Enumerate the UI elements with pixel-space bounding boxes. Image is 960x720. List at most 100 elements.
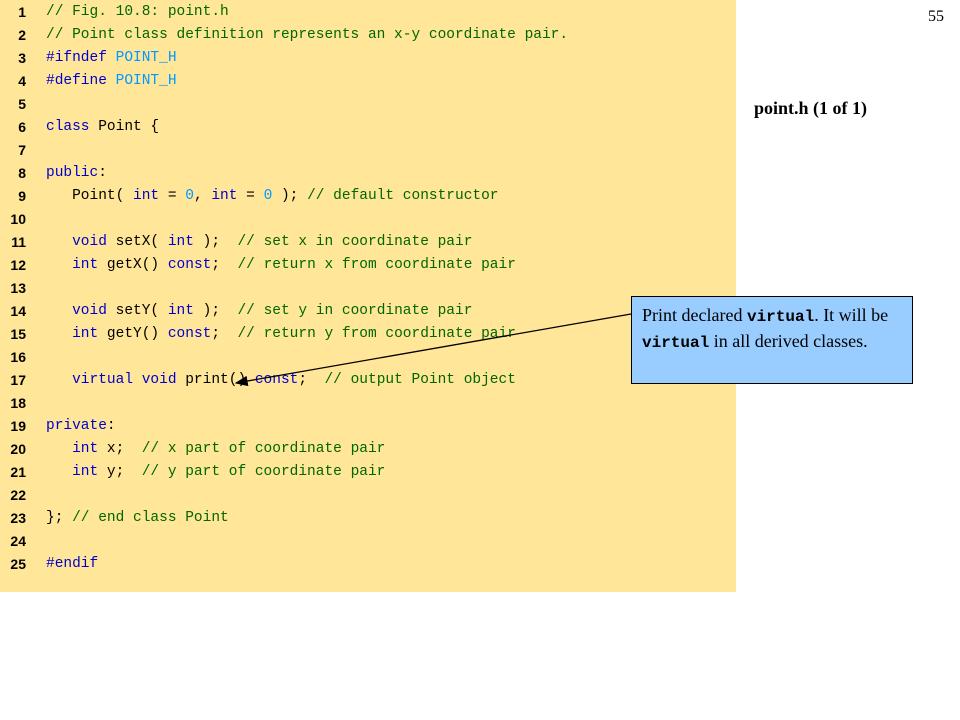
- code-token: #endif: [46, 556, 99, 572]
- line-number: 5: [18, 96, 26, 112]
- code-token: // default constructor: [307, 188, 499, 204]
- code-token: y;: [98, 464, 142, 480]
- code-token: // Fig. 10.8: point.h: [46, 4, 229, 20]
- line-number: 11: [11, 234, 26, 250]
- code-token: };: [46, 510, 73, 526]
- code-token: ;: [211, 257, 238, 273]
- code-token: // set x in coordinate pair: [237, 234, 473, 250]
- code-token: #define: [46, 73, 116, 89]
- code-text: void setX( int ); // set x in coordinate…: [46, 231, 472, 254]
- code-token: int: [46, 257, 99, 273]
- code-token: POINT_H: [115, 50, 177, 66]
- slide-number: 55: [928, 8, 944, 25]
- code-token: const: [254, 372, 299, 388]
- code-text: // Fig. 10.8: point.h: [46, 1, 229, 24]
- code-token: getX(): [98, 257, 168, 273]
- code-listing: 1 // Fig. 10.8: point.h 2 // Point class de…: [0, 0, 736, 592]
- code-token: // return y from coordinate pair: [237, 326, 516, 342]
- code-text: void setY( int ); // set y in coordinate…: [46, 300, 472, 323]
- code-token: int: [133, 188, 160, 204]
- line-number: 21: [10, 464, 26, 480]
- code-text: private:: [46, 415, 116, 438]
- line-number: 8: [18, 165, 26, 181]
- callout-code-virtual-2: virtual: [642, 334, 710, 352]
- line-number: 6: [18, 119, 26, 135]
- code-text: #ifndef POINT_H: [46, 47, 177, 70]
- line-number: 1: [18, 4, 26, 20]
- code-token: ,: [193, 188, 212, 204]
- code-text: }; // end class Point: [46, 507, 229, 530]
- line-number: 24: [10, 533, 26, 549]
- line-number: 22: [10, 487, 26, 503]
- code-token: POINT_H: [115, 73, 177, 89]
- line-number: 17: [10, 372, 26, 388]
- code-text: int getY() const; // return y from coord…: [46, 323, 516, 346]
- code-token: // set y in coordinate pair: [237, 303, 473, 319]
- code-token: =: [237, 188, 264, 204]
- code-text: // Point class definition represents an …: [46, 24, 568, 47]
- code-token: print(): [176, 372, 255, 388]
- code-text: virtual void print() const; // output Po…: [46, 369, 516, 392]
- code-token: );: [193, 234, 238, 250]
- code-text: Point( int = 0, int = 0 ); // default co…: [46, 185, 499, 208]
- code-token: ;: [298, 372, 325, 388]
- code-token: setX(: [106, 234, 168, 250]
- line-number: 2: [18, 27, 26, 43]
- code-token: class: [46, 119, 99, 135]
- line-number: 4: [18, 73, 26, 89]
- callout-text-1: Print declared: [642, 305, 747, 325]
- code-token: Point(: [46, 188, 134, 204]
- code-token: int: [167, 303, 194, 319]
- line-number: 15: [10, 326, 26, 342]
- line-number: 3: [18, 50, 26, 66]
- line-number: 7: [18, 142, 26, 158]
- code-token: 0: [263, 188, 273, 204]
- code-text: public:: [46, 162, 107, 185]
- callout-code-virtual-1: virtual: [746, 308, 815, 326]
- code-token: :: [98, 165, 107, 181]
- code-token: // end class Point: [72, 510, 229, 526]
- line-number: 13: [10, 280, 26, 296]
- callout-text-3: in all derived classes.: [709, 331, 868, 351]
- code-text: int getX() const; // return x from coord…: [46, 254, 516, 277]
- code-token: :: [106, 418, 116, 434]
- code-token: // return x from coordinate pair: [237, 257, 516, 273]
- file-label: point.h (1 of 1): [754, 98, 868, 118]
- code-token: int: [46, 441, 99, 457]
- code-token: // output Point object: [324, 372, 516, 388]
- code-token: int: [46, 464, 99, 480]
- code-token: const: [167, 257, 212, 273]
- code-token: virtual void: [46, 372, 177, 388]
- code-token: );: [272, 188, 308, 204]
- code-token: #ifndef: [46, 50, 116, 66]
- code-token: 0: [185, 188, 194, 204]
- code-token: int: [46, 326, 99, 342]
- line-number: 9: [18, 188, 26, 204]
- line-number: 23: [10, 510, 26, 526]
- callout-text-2: . It will be: [814, 305, 889, 325]
- annotation-callout: Print declared virtual. It will be virtu…: [631, 296, 913, 384]
- code-token: const: [167, 326, 212, 342]
- code-token: x;: [98, 441, 142, 457]
- line-number: 10: [10, 211, 26, 227]
- code-text: int y; // y part of coordinate pair: [46, 461, 385, 484]
- code-token: );: [193, 303, 238, 319]
- line-number: 25: [10, 556, 26, 572]
- line-number: 18: [10, 395, 26, 411]
- code-text: #endif: [46, 553, 98, 576]
- code-token: void: [46, 303, 107, 319]
- line-number: 20: [10, 441, 26, 457]
- code-token: void: [46, 234, 107, 250]
- code-token: int: [167, 234, 194, 250]
- code-token: getY(): [98, 326, 168, 342]
- code-token: setY(: [106, 303, 168, 319]
- code-token: // y part of coordinate pair: [141, 464, 386, 480]
- code-token: private: [46, 418, 107, 434]
- code-token: Point {: [98, 119, 160, 135]
- code-token: public: [46, 165, 99, 181]
- code-token: // x part of coordinate pair: [141, 441, 386, 457]
- code-text: #define POINT_H: [46, 70, 177, 93]
- code-token: // Point class definition represents an …: [46, 27, 569, 43]
- line-number: 19: [10, 418, 26, 434]
- code-token: int: [211, 188, 238, 204]
